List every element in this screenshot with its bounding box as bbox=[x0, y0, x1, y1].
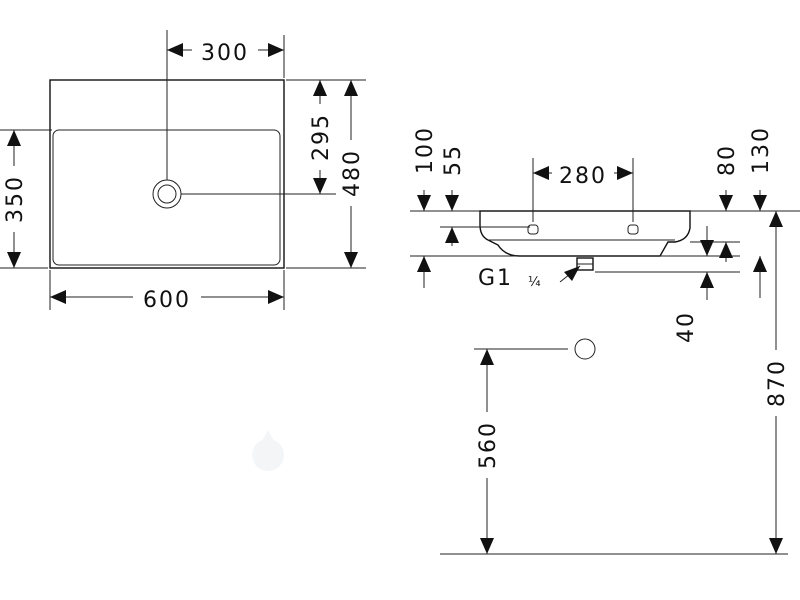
dim-80: 80 bbox=[715, 144, 740, 262]
dim-280: 280 bbox=[532, 158, 634, 222]
dim-label-280: 280 bbox=[559, 164, 607, 189]
dim-label-80: 80 bbox=[715, 144, 740, 176]
dim-label-100: 100 bbox=[413, 126, 438, 174]
dim-label-295: 295 bbox=[309, 113, 334, 161]
dim-295: 295 bbox=[286, 79, 336, 194]
dim-130: 130 bbox=[749, 126, 774, 298]
dim-480: 480 bbox=[286, 79, 366, 269]
dim-label-350: 350 bbox=[3, 175, 28, 223]
top-view: 300 295 480 350 bbox=[0, 30, 366, 313]
dim-label-130: 130 bbox=[749, 126, 774, 174]
tap-hole-right bbox=[627, 224, 639, 235]
drain-inner bbox=[157, 184, 177, 204]
side-view: 280 100 55 80 bbox=[410, 126, 800, 555]
dim-label-40: 40 bbox=[674, 311, 699, 343]
dim-55: 55 bbox=[441, 144, 466, 246]
dim-label-600: 600 bbox=[143, 288, 191, 313]
dim-label-560: 560 bbox=[476, 421, 501, 469]
waste-thread-label: G1 ¼ bbox=[478, 265, 581, 291]
basin-side-profile bbox=[479, 210, 691, 257]
drain-outer bbox=[152, 179, 182, 209]
dim-40: 40 bbox=[674, 226, 714, 343]
wall-waste-outlet bbox=[574, 338, 596, 360]
waste-thread-frac: ¼ bbox=[528, 275, 541, 290]
dim-300: 300 bbox=[167, 35, 285, 78]
tap-hole-left bbox=[527, 224, 539, 235]
dim-label-870: 870 bbox=[765, 359, 790, 407]
dim-600: 600 bbox=[49, 270, 285, 313]
dim-100: 100 bbox=[413, 126, 438, 288]
waste-thread-main: G1 bbox=[478, 266, 513, 291]
dim-350: 350 bbox=[0, 129, 52, 269]
dim-870: 870 bbox=[764, 211, 790, 554]
dim-560: 560 bbox=[475, 349, 501, 554]
dim-label-300: 300 bbox=[201, 41, 249, 66]
dim-label-480: 480 bbox=[340, 149, 365, 197]
watermark bbox=[252, 430, 284, 471]
dim-label-55: 55 bbox=[441, 144, 466, 176]
